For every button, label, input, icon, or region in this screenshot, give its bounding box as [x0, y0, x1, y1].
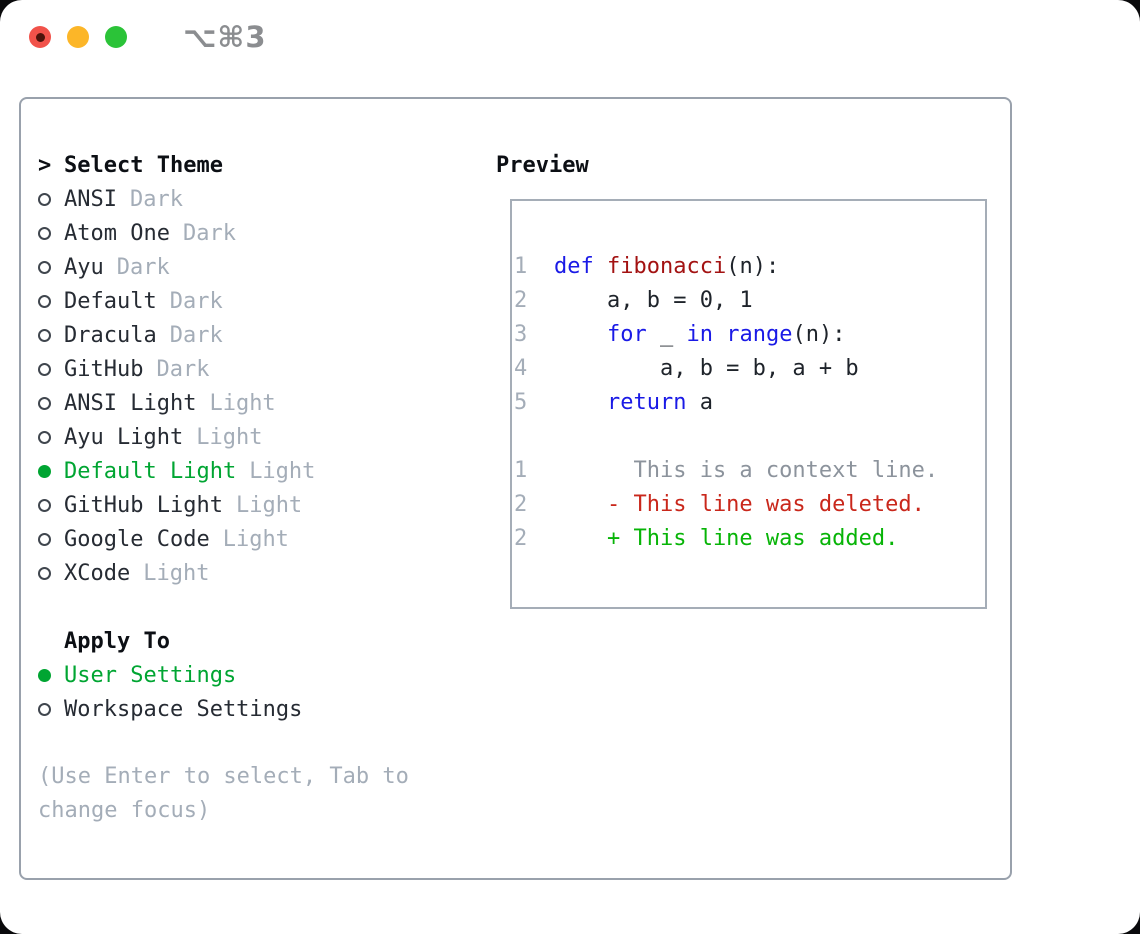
line-content: This is a context line. [554, 457, 939, 483]
apply-to-header-row: Apply To [38, 624, 302, 658]
theme-option[interactable]: GitHub Dark [38, 352, 315, 386]
radio-icon [38, 260, 51, 274]
radio-icon [38, 192, 51, 206]
theme-name: Atom One [64, 220, 170, 246]
theme-variant-badge: Light [249, 458, 316, 484]
theme-variant-badge: Light [196, 424, 263, 450]
theme-list-header: > Select Theme [38, 148, 315, 182]
theme-option[interactable]: Ayu Light Light [38, 420, 315, 454]
theme-variant-badge: Dark [169, 288, 223, 314]
minimize-button[interactable] [67, 26, 89, 48]
option-label: Workspace Settings [64, 696, 303, 722]
line-number: 2 [514, 491, 528, 517]
line-content: a, b = 0, 1 [554, 287, 753, 313]
theme-name: ANSI Light [64, 390, 197, 416]
theme-option[interactable]: Atom One Dark [38, 216, 315, 250]
theme-option[interactable]: GitHub Light Light [38, 488, 315, 522]
close-button[interactable] [29, 26, 51, 48]
preview-line: 2 - This line was deleted. [514, 487, 981, 521]
theme-variant-badge: Dark [182, 220, 236, 246]
radio-icon [38, 328, 51, 342]
apply-to-option[interactable]: Workspace Settings [38, 692, 302, 726]
preview-line: 1 def fibonacci(n): [514, 249, 981, 283]
line-content: return a [606, 389, 713, 415]
window-title: ⌥⌘3 [183, 20, 267, 54]
preview-line: 3 for _ in range(n): [514, 317, 981, 351]
theme-name: Google Code [64, 526, 210, 552]
radio-icon [38, 566, 51, 580]
line-number: 2 [514, 525, 528, 551]
option-label: User Settings [64, 662, 237, 688]
radio-icon [38, 396, 51, 410]
theme-option[interactable]: Google Code Light [38, 522, 315, 556]
preview-line: 2 + This line was added. [514, 521, 981, 555]
line-content: - This line was deleted. [554, 491, 925, 517]
radio-icon [38, 430, 51, 444]
radio-selected-icon [38, 464, 51, 478]
line-number: 5 [514, 389, 528, 415]
line-content: + This line was added. [554, 525, 899, 551]
preview-line: 4 a, b = b, a + b [514, 351, 981, 385]
theme-name: Default Light [64, 458, 237, 484]
theme-variant-badge: Light [235, 492, 303, 518]
radio-icon [38, 498, 51, 512]
hint-text: (Use Enter to select, Tab to change focu… [38, 764, 409, 823]
theme-name: XCode [64, 560, 131, 586]
radio-icon [38, 362, 51, 376]
line-content: for _ in range(n): [606, 321, 846, 347]
theme-variant-badge: Light [222, 526, 289, 552]
radio-icon [38, 294, 51, 308]
preview-header: Preview [496, 152, 589, 178]
theme-option[interactable]: Default Light Light [38, 454, 315, 488]
theme-variant-badge: Dark [156, 356, 210, 382]
theme-variant-badge: Dark [116, 254, 170, 280]
theme-variant-badge: Light [143, 560, 210, 586]
apply-to-option[interactable]: User Settings [38, 658, 302, 692]
theme-name: Dracula [64, 322, 157, 348]
theme-variant-badge: Dark [129, 186, 183, 212]
apply-to-title: Apply To [64, 628, 170, 654]
theme-name: ANSI [64, 186, 117, 212]
zoom-button[interactable] [105, 26, 127, 48]
radio-icon [38, 226, 51, 240]
preview-line: 1 This is a context line. [514, 453, 981, 487]
theme-variant-badge: Light [209, 390, 276, 416]
preview-line: 2 a, b = 0, 1 [514, 283, 981, 317]
line-number: 1 [514, 253, 528, 279]
theme-option[interactable]: ANSI Dark [38, 182, 315, 216]
theme-option[interactable]: Dracula Dark [38, 318, 315, 352]
radio-icon [38, 532, 51, 546]
line-content: def fibonacci(n): [554, 253, 780, 279]
title-bar: ⌥⌘3 [0, 0, 1140, 74]
line-number: 2 [514, 287, 528, 313]
line-content: a, b = b, a + b [554, 355, 859, 381]
radio-icon [38, 702, 51, 716]
theme-option[interactable]: Ayu Dark [38, 250, 315, 284]
theme-option[interactable]: XCode Light [38, 556, 315, 590]
theme-name: Ayu [64, 254, 104, 280]
radio-selected-icon [38, 668, 51, 682]
line-number: 3 [514, 321, 528, 347]
theme-option[interactable]: ANSI Light Light [38, 386, 315, 420]
preview-line: 5 return a [514, 385, 981, 419]
theme-name: Default [64, 288, 157, 314]
theme-list-title: Select Theme [64, 152, 223, 178]
theme-name: GitHub [64, 356, 144, 382]
line-number: 4 [514, 355, 528, 381]
close-dot-icon [35, 32, 45, 42]
selection-pointer-icon: > [38, 152, 52, 178]
theme-variant-badge: Dark [169, 322, 223, 348]
theme-name: Ayu Light [64, 424, 184, 450]
line-number: 1 [514, 457, 528, 483]
theme-name: GitHub Light [64, 492, 223, 518]
preview-line [514, 419, 981, 453]
theme-option[interactable]: Default Dark [38, 284, 315, 318]
